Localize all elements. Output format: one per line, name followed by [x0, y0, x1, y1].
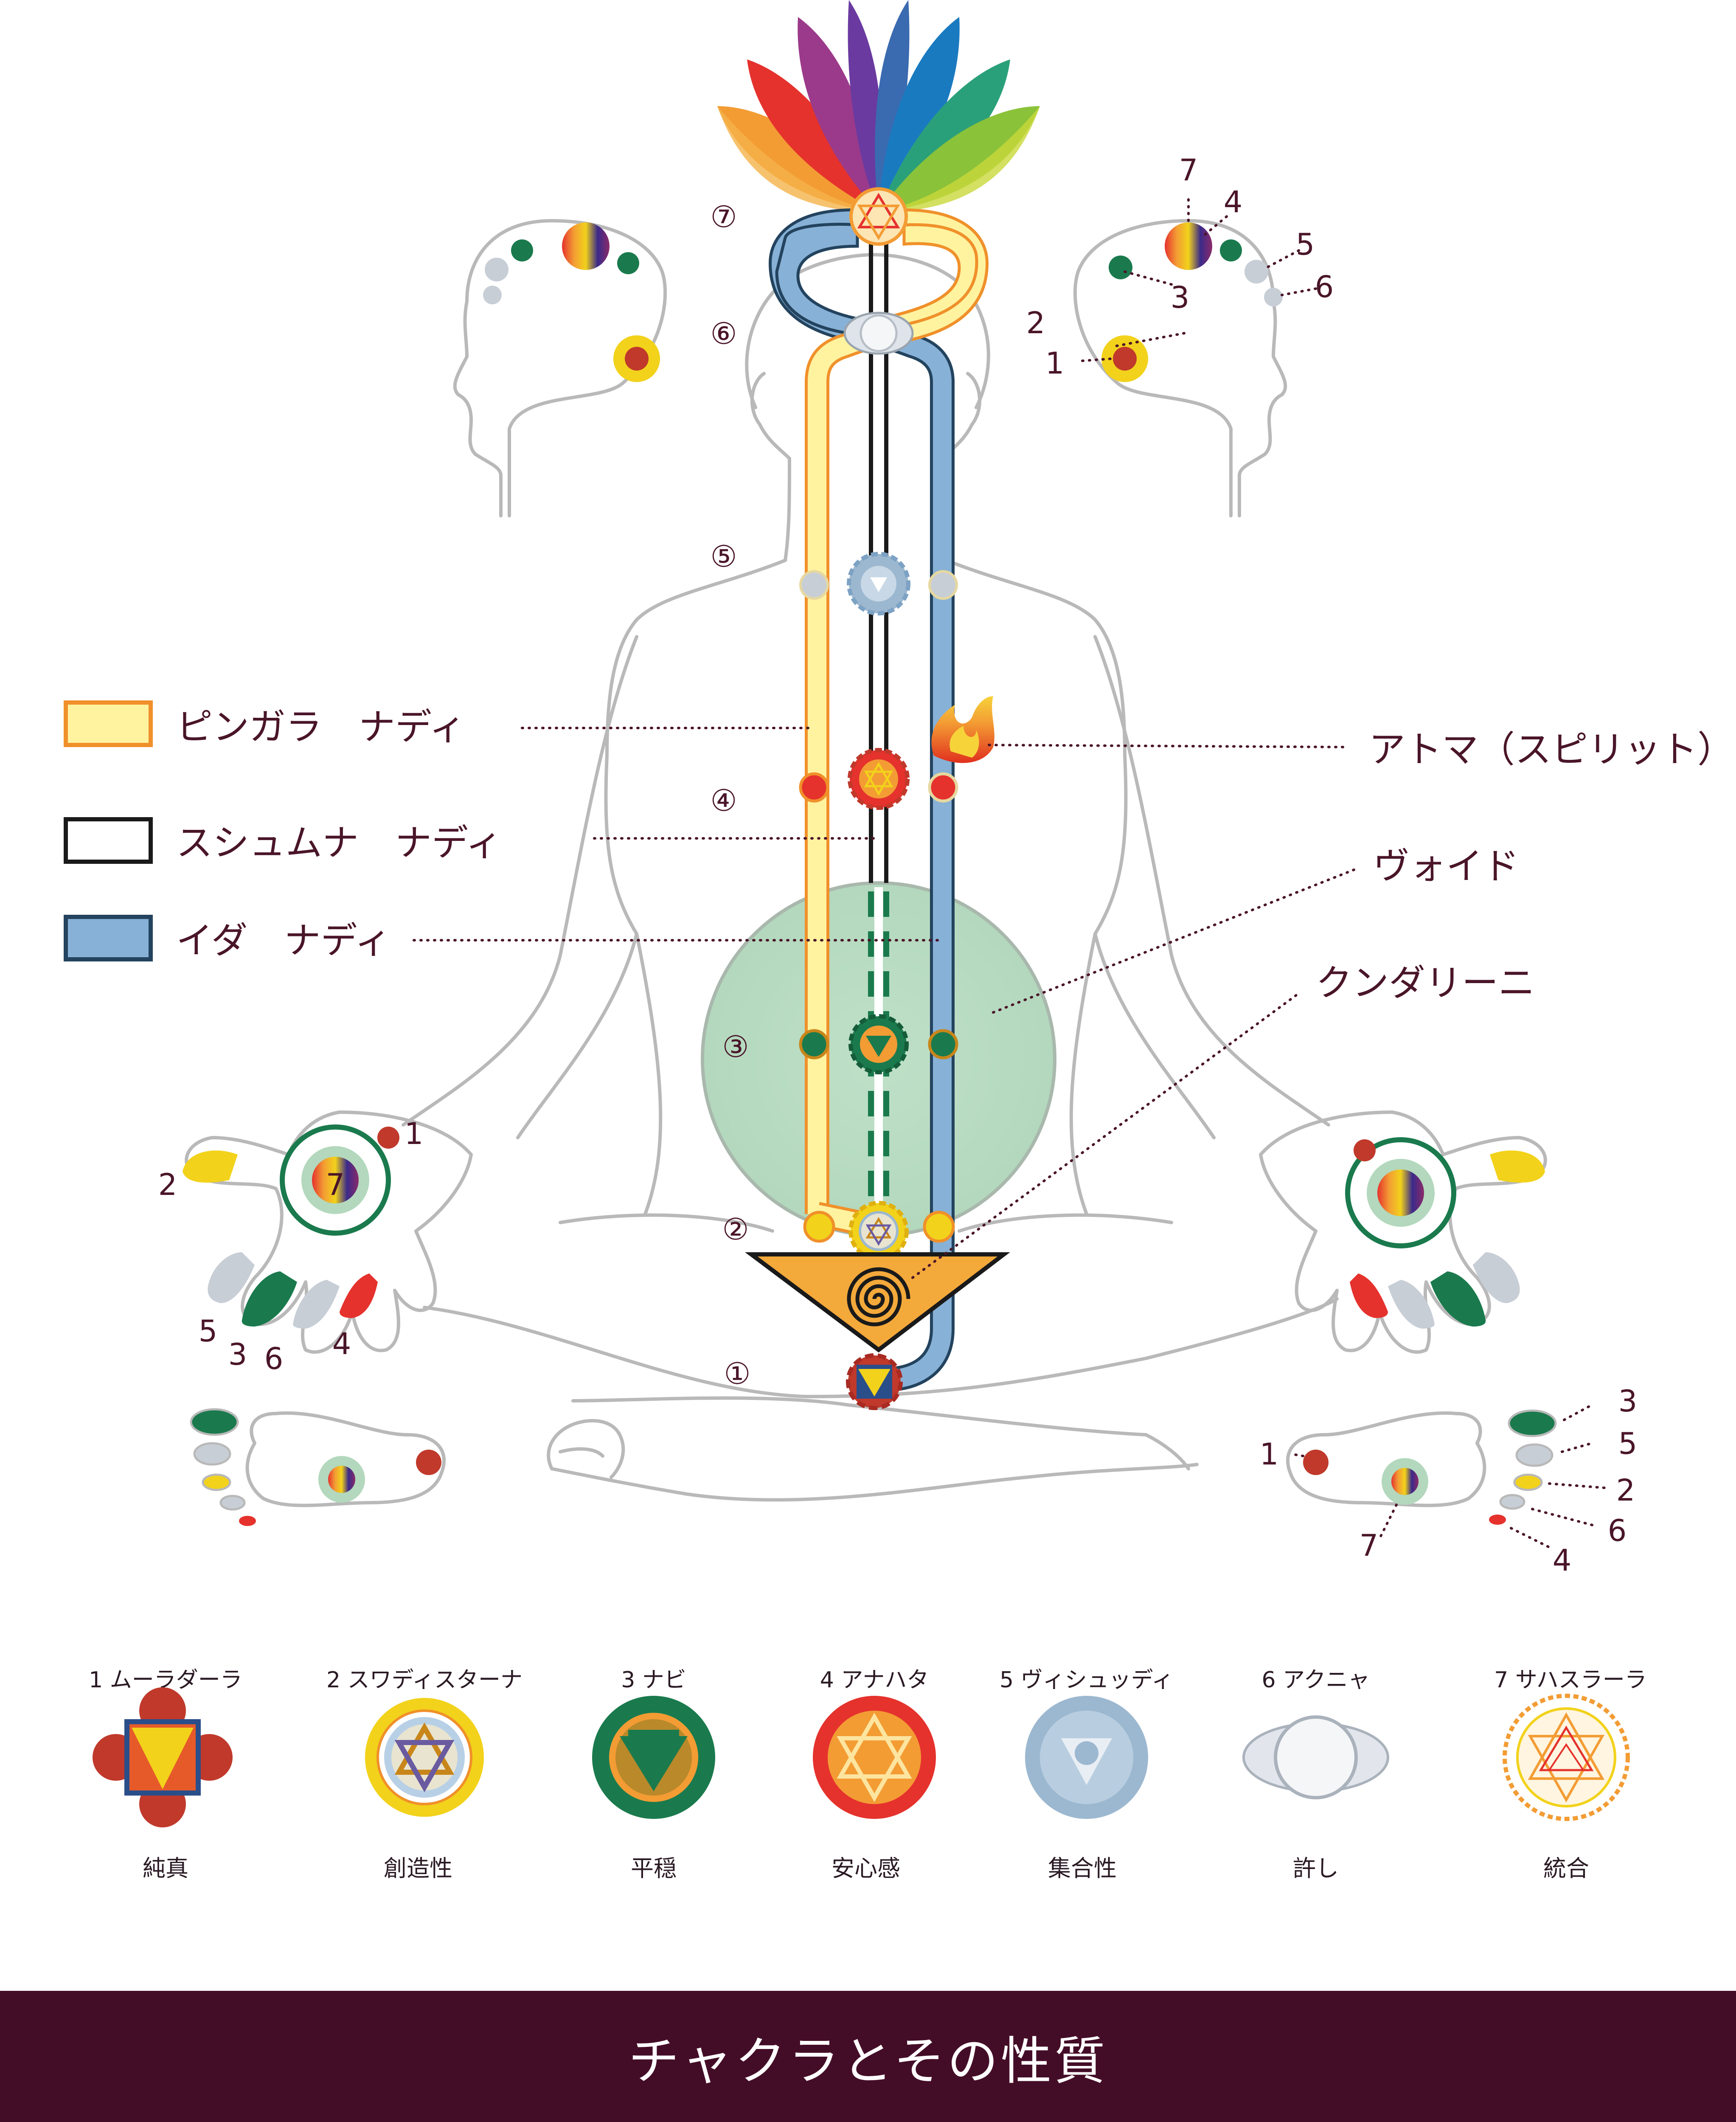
- spine-chakra-2-icon: [803, 1201, 955, 1261]
- callout-kundalini: クンダリーニ: [1316, 962, 1535, 1004]
- legend-swatch-ida: [64, 915, 153, 961]
- legend-label-pingala: ピンガラ ナディ: [176, 706, 466, 748]
- right-foot-number-5: 5: [1618, 1426, 1638, 1461]
- chakra-4-quality: 安心感: [831, 1855, 900, 1882]
- left-hand-number-6: 6: [264, 1341, 284, 1376]
- right-foot-number-6: 6: [1608, 1513, 1627, 1548]
- spine-number-6: ⑥: [711, 316, 737, 351]
- spine-chakra-3-icon: [799, 1014, 958, 1074]
- vishuddhi-icon: [1025, 1696, 1148, 1819]
- mooladhara-icon: [93, 1687, 233, 1827]
- sushumna-nadi: [868, 238, 889, 1223]
- chakra-2-name: 2 スワディスターナ: [326, 1667, 522, 1693]
- chakra-6-name: 6 アクニャ: [1261, 1667, 1370, 1693]
- chakra-7-quality: 統合: [1543, 1855, 1589, 1882]
- head-profile-right: 7 4 5 6 3 2 1: [1026, 153, 1334, 517]
- legend-swatch-sushumna: [64, 817, 153, 864]
- head-profile-left: [453, 219, 667, 517]
- spine-number-7: ⑦: [711, 200, 737, 234]
- chakra-7-name: 7 サハスラーラ: [1494, 1667, 1647, 1693]
- legend-swatch-pingala: [64, 700, 153, 747]
- spine-chakra-4-icon: [799, 748, 958, 810]
- spine-chakra-1-icon: [846, 1353, 903, 1410]
- spine-chakra-6-icon: [843, 312, 914, 355]
- callout-void: ヴォイド: [1373, 845, 1519, 888]
- legend-item-pingala: ピンガラ ナディ: [64, 700, 466, 748]
- spine-number-4: ④: [711, 783, 737, 818]
- legend-label-ida: イダ ナディ: [176, 919, 391, 962]
- head-number-2: 2: [1026, 306, 1045, 340]
- spine-number-1: ①: [724, 1356, 751, 1391]
- sahasrara-icon: [1503, 1694, 1630, 1821]
- chakra-row: 1 ムーラダーラ 2 スワディスターナ 3 ナビ 4 アナハタ 5 ヴィシュッデ…: [89, 1667, 1647, 1882]
- left-hand-number-7: 7: [326, 1167, 345, 1202]
- left-hand-number-1: 1: [405, 1116, 424, 1151]
- footer-bar: チャクラとその性質: [0, 1991, 1736, 2122]
- spine-number-3: ③: [722, 1029, 749, 1064]
- spine-number-5: ⑤: [711, 539, 737, 574]
- chakra-2-quality: 創造性: [384, 1855, 452, 1882]
- chakra-1-quality: 純真: [143, 1855, 188, 1882]
- spine-chakra-5-icon: [799, 552, 958, 616]
- callouts: アトマ（スピリット） ヴォイド クンダリーニ: [911, 728, 1734, 1279]
- head-right-crown-dot: [1165, 222, 1212, 270]
- legend-item-ida: イダ ナディ: [64, 915, 391, 962]
- right-foot-number-7: 7: [1360, 1528, 1379, 1563]
- head-number-5: 5: [1296, 227, 1315, 262]
- anahata-icon: [813, 1696, 936, 1819]
- kundalini-triangle-icon: [745, 1252, 1010, 1353]
- lotus-icon: [717, 0, 1040, 212]
- footer-title: チャクラとその性質: [628, 2032, 1108, 2091]
- spine-numbers: ⑦ ⑥ ⑤ ④ ③ ② ①: [711, 200, 751, 1391]
- chakra-3-name: 3 ナビ: [621, 1667, 686, 1693]
- right-foot: 1 3 5 2 6 4 7: [1260, 1384, 1638, 1578]
- chakra-diagram: 7 4 5 6 3 2 1: [64, 0, 1734, 1882]
- head-left-crown-dot: [562, 222, 610, 270]
- nabhi-icon: [592, 1696, 715, 1819]
- legend-label-sushumna: スシュムナ ナディ: [176, 822, 502, 864]
- spine-chakra-7-icon: [849, 187, 908, 246]
- chakra-5-name: 5 ヴィシュッディ: [1000, 1667, 1174, 1693]
- left-hand: 1 2 7 5 3 6 4: [158, 1110, 473, 1376]
- ida-crown-loop: [775, 222, 868, 337]
- swadisthan-icon: [365, 1698, 484, 1817]
- head-number-3: 3: [1171, 280, 1190, 315]
- left-foot: [190, 1408, 446, 1526]
- right-hand: [1259, 1110, 1547, 1354]
- left-hand-number-4: 4: [332, 1327, 351, 1361]
- right-foot-number-3: 3: [1618, 1384, 1638, 1419]
- right-foot-number-1: 1: [1260, 1437, 1279, 1472]
- left-hand-number-5: 5: [199, 1314, 218, 1349]
- chakra-6-quality: 許し: [1293, 1855, 1339, 1882]
- legend: ピンガラ ナディ スシュムナ ナディ イダ ナディ: [64, 700, 939, 962]
- left-hand-number-3: 3: [228, 1337, 247, 1372]
- chakra-4-name: 4 アナハタ: [820, 1667, 929, 1693]
- chakra-5-quality: 集合性: [1048, 1855, 1117, 1882]
- chakra-3-quality: 平穏: [631, 1855, 677, 1882]
- head-number-6: 6: [1315, 270, 1334, 304]
- legend-item-sushumna: スシュムナ ナディ: [64, 817, 502, 864]
- callout-atma: アトマ（スピリット）: [1369, 728, 1734, 771]
- head-number-7: 7: [1179, 153, 1198, 188]
- agnya-icon: [1242, 1715, 1389, 1799]
- head-number-4: 4: [1224, 185, 1243, 219]
- right-foot-number-2: 2: [1616, 1473, 1635, 1508]
- spine-number-2: ②: [722, 1212, 749, 1247]
- right-foot-number-4: 4: [1553, 1543, 1572, 1578]
- atma-flame-icon: [931, 696, 994, 763]
- left-hand-number-2: 2: [158, 1167, 177, 1202]
- head-number-1: 1: [1045, 346, 1065, 381]
